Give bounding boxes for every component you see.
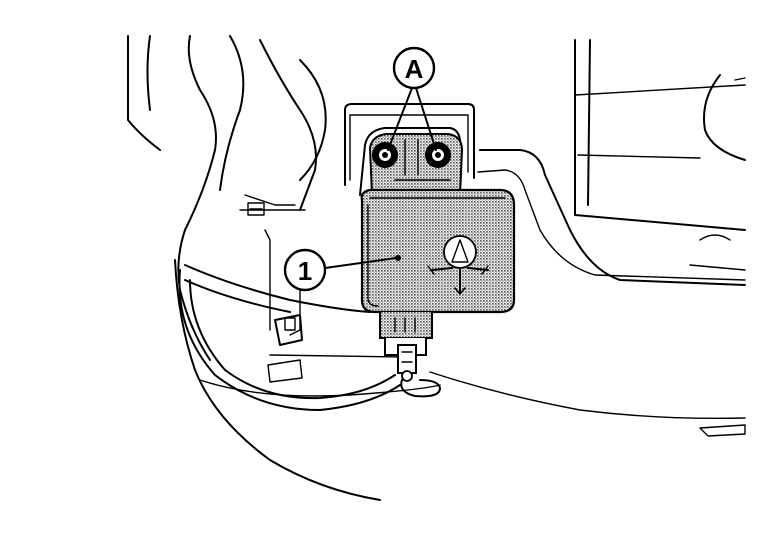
mounting-bolts — [372, 139, 451, 181]
callout-a: A — [387, 46, 437, 151]
arrow-emblem-icon — [427, 235, 489, 295]
callout-1-label: 1 — [298, 256, 312, 286]
right-side-panel — [477, 39, 746, 437]
vehicle-body-structure — [127, 35, 746, 501]
callout-a-label: A — [405, 54, 424, 84]
wiring-harness — [178, 264, 401, 411]
harness-clips — [247, 202, 303, 383]
callout-1: 1 — [283, 248, 401, 292]
